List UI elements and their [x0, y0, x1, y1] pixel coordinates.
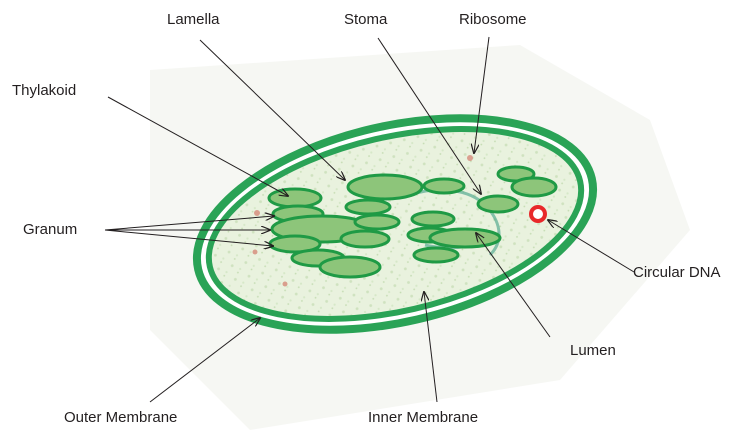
thylakoid-disc — [269, 189, 321, 207]
thylakoid-disc — [346, 200, 390, 214]
label-circular-dna: Circular DNA — [633, 265, 721, 280]
thylakoid-disc — [341, 231, 389, 247]
label-granum: Granum — [23, 222, 77, 237]
ribosome-dot — [254, 210, 260, 216]
label-thylakoid: Thylakoid — [12, 83, 76, 98]
ribosome-dot — [283, 282, 288, 287]
thylakoid-disc — [412, 212, 454, 226]
label-inner-membrane: Inner Membrane — [368, 410, 478, 425]
thylakoid-disc — [348, 175, 422, 199]
thylakoid-disc — [414, 248, 458, 262]
thylakoid-disc — [430, 229, 500, 247]
label-lamella: Lamella — [167, 12, 220, 27]
ribosome-dot — [253, 250, 258, 255]
ribosome-dot — [467, 155, 473, 161]
label-stoma: Stoma — [344, 12, 387, 27]
thylakoid-disc — [512, 178, 556, 196]
thylakoid-disc — [355, 215, 399, 229]
label-ribosome: Ribosome — [459, 12, 527, 27]
circular-dna-ring — [531, 207, 545, 221]
thylakoid-disc — [478, 196, 518, 212]
label-outer-membrane: Outer Membrane — [64, 410, 177, 425]
label-lumen: Lumen — [570, 343, 616, 358]
thylakoid-disc — [424, 179, 464, 193]
thylakoid-disc — [320, 257, 380, 277]
